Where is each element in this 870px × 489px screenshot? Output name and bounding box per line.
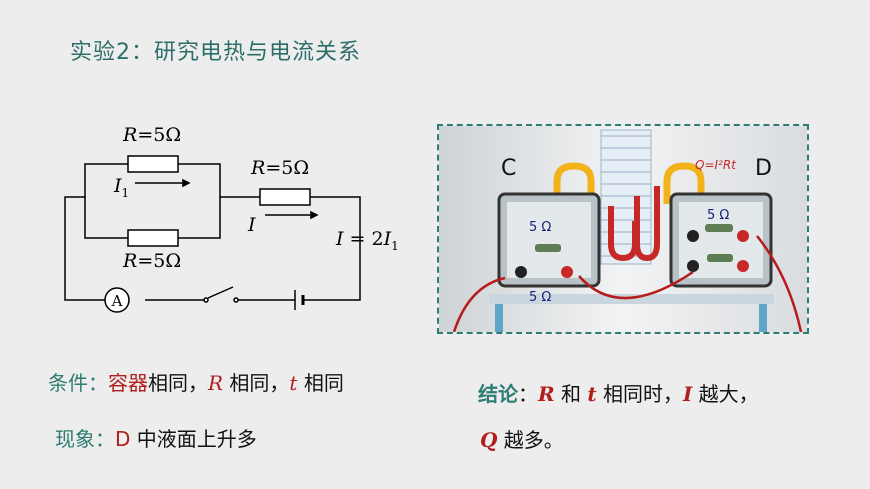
conclusion-line-2: Q 越多。 bbox=[480, 428, 564, 452]
label-ohm-d: 5 Ω bbox=[707, 208, 730, 223]
page-title: 实验2：研究电热与电流关系 bbox=[70, 40, 361, 65]
label-r-bottom: R=5Ω bbox=[123, 250, 182, 272]
ammeter-label: A bbox=[111, 292, 123, 310]
label-r-top: R=5Ω bbox=[123, 124, 182, 146]
label-ohm-c: 5 Ω bbox=[529, 220, 552, 235]
wire-bottom-left bbox=[64, 285, 117, 301]
apparatus-illustration bbox=[439, 126, 807, 332]
label-i: I bbox=[248, 214, 256, 236]
label-r-series: R=5Ω bbox=[251, 157, 310, 179]
label-box-d: D bbox=[755, 156, 772, 181]
apparatus-photo-frame: C D Q=I²Rt 5 Ω 5 Ω 5 Ω bbox=[437, 124, 809, 334]
ammeter-symbol bbox=[104, 287, 130, 313]
resistor-bottom bbox=[127, 229, 179, 247]
label-box-c: C bbox=[501, 156, 517, 181]
conclusion-line-1: 结论：R 和 t 相同时，I 越大， bbox=[478, 382, 759, 406]
resistor-top bbox=[127, 155, 179, 173]
formula-label: Q=I²Rt bbox=[695, 158, 736, 172]
label-current-relation: I = 2I1 bbox=[336, 228, 399, 253]
label-ohm-bottom: 5 Ω bbox=[529, 290, 552, 305]
resistor-series bbox=[259, 188, 311, 206]
phenomenon-line: 现象：D 中液面上升多 bbox=[55, 427, 257, 451]
label-i1: I1 bbox=[114, 175, 130, 200]
circuit-diagram: A bbox=[64, 155, 361, 313]
conditions-line: 条件：容器相同，R 相同，t 相同 bbox=[48, 371, 344, 395]
switch-lever bbox=[207, 286, 234, 299]
